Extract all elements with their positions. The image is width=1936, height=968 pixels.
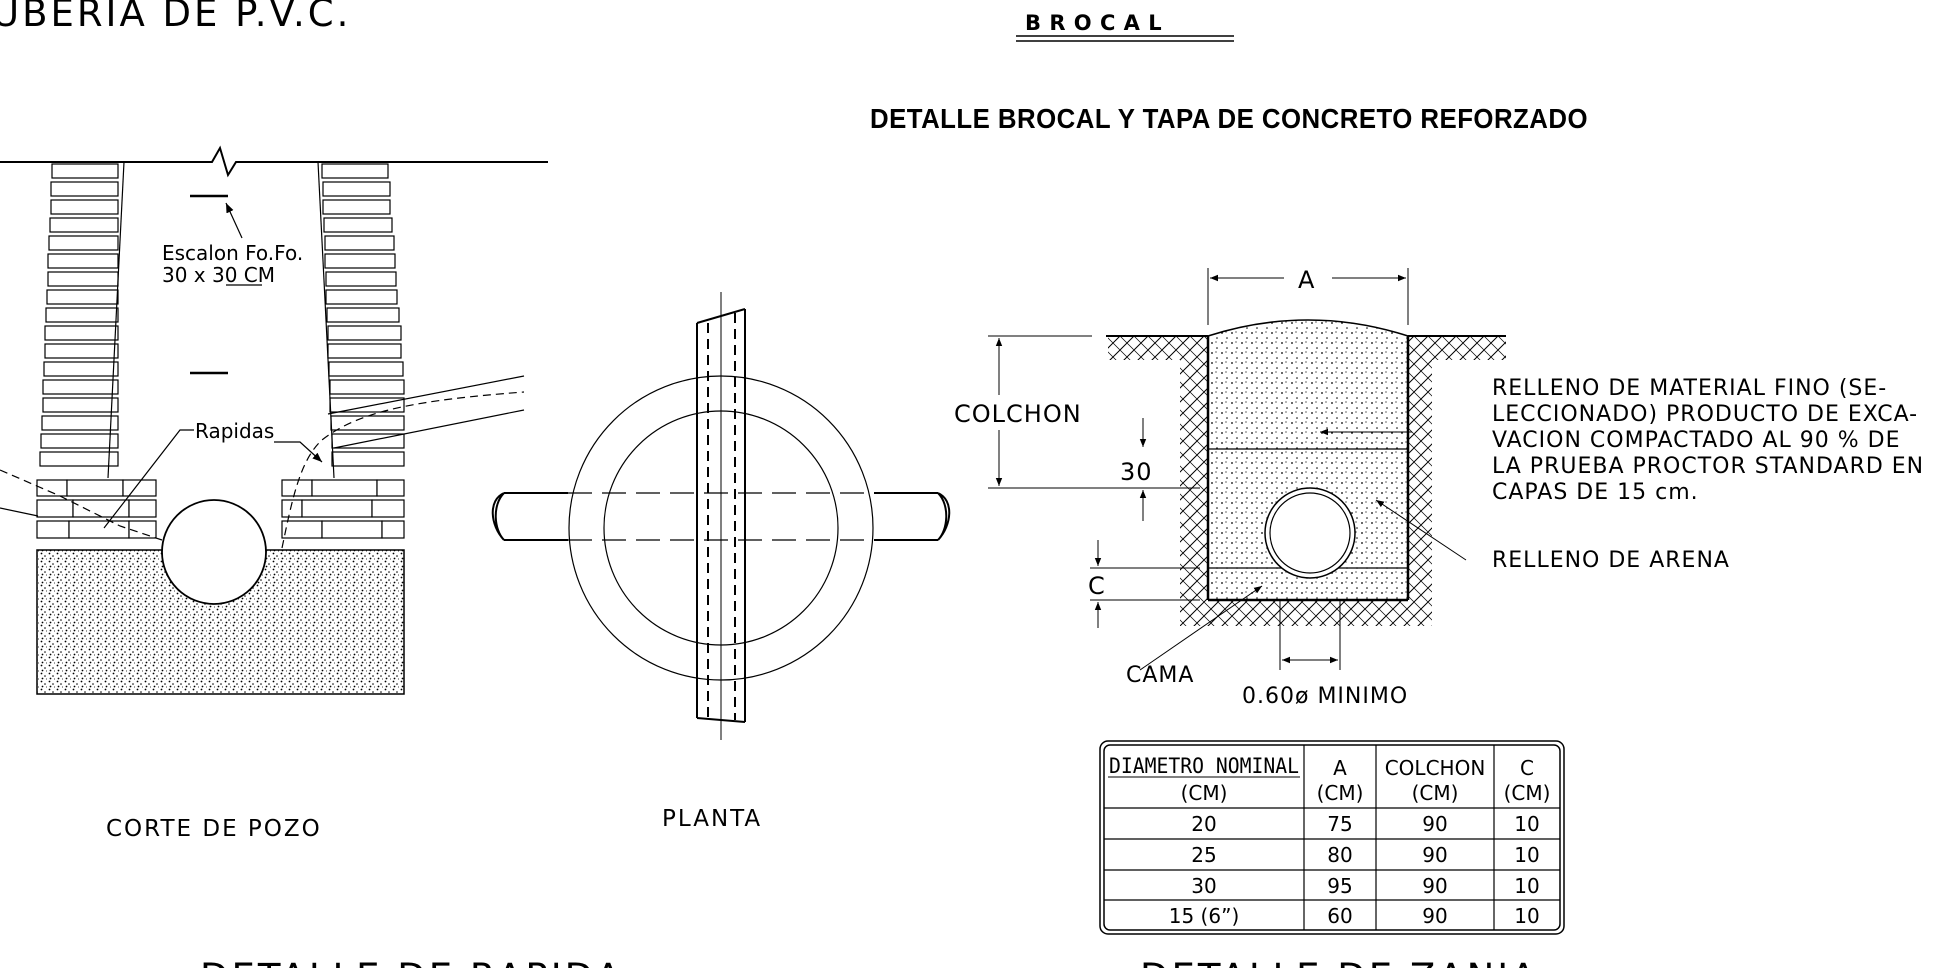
brocal-title: B R O C A L <box>1025 11 1162 35</box>
table-cell: 10 <box>1514 812 1539 836</box>
relleno-arena-label: RELLENO DE ARENA <box>1492 548 1730 573</box>
zanja-drawing <box>988 268 1506 671</box>
table-cell: 90 <box>1422 812 1447 836</box>
relleno-fino-line: VACION COMPACTADO AL 90 % DE <box>1492 428 1901 453</box>
planta-label: PLANTA <box>662 806 762 832</box>
table-cell: 30 <box>1191 874 1216 898</box>
table-header-colchon: COLCHON <box>1385 756 1486 780</box>
table-cell: 75 <box>1327 812 1352 836</box>
table-cell: 10 <box>1514 843 1539 867</box>
table-cell: 90 <box>1422 904 1447 928</box>
cama-label: CAMA <box>1126 663 1194 688</box>
dim-30-label: 30 <box>1120 458 1153 486</box>
table-header-a: A <box>1333 756 1347 780</box>
table-cell: 10 <box>1514 874 1539 898</box>
table-unit: (CM) <box>1504 781 1551 805</box>
table-header-diametro: DIAMETRO NOMINAL <box>1109 754 1299 778</box>
dimensions-table <box>1099 740 1565 935</box>
dim-a-label: A <box>1298 266 1315 294</box>
table-cell: 80 <box>1327 843 1352 867</box>
table-unit: (CM) <box>1412 781 1459 805</box>
relleno-fino-note: RELLENO DE MATERIAL FINO (SE- LECCIONADO… <box>1492 376 1924 505</box>
table-cell: 20 <box>1191 812 1216 836</box>
table-cell: 60 <box>1327 904 1352 928</box>
corte-de-pozo-label: CORTE DE POZO <box>106 816 322 842</box>
corte-de-pozo-drawing: Escalon Fo.Fo. 30 x 30 CM Rapidas <box>0 145 548 695</box>
relleno-fino-line: LECCIONADO) PRODUCTO DE EXCA- <box>1492 402 1918 427</box>
escalon-size-label: 30 x 30 CM <box>162 263 275 287</box>
minimo-label: 0.60ø MINIMO <box>1242 684 1408 709</box>
table-cell: 95 <box>1327 874 1352 898</box>
rapidas-label: Rapidas <box>195 419 274 443</box>
bottom-right-title: DETALLE DE ZANJA <box>1140 956 1539 968</box>
table-cell: 90 <box>1422 874 1447 898</box>
planta-drawing <box>491 292 951 740</box>
dim-c-label: C <box>1088 572 1106 600</box>
relleno-fino-line: RELLENO DE MATERIAL FINO (SE- <box>1492 376 1887 401</box>
table-header-c: C <box>1520 756 1534 780</box>
relleno-fino-line: LA PRUEBA PROCTOR STANDARD EN <box>1492 454 1924 479</box>
colchon-label: COLCHON <box>954 400 1082 428</box>
table-cell: 15 (6”) <box>1169 904 1240 928</box>
top-left-title: UBERIA DE P.V.C. <box>0 0 351 35</box>
table-cell: 90 <box>1422 843 1447 867</box>
table-cell: 10 <box>1514 904 1539 928</box>
table-unit: (CM) <box>1317 781 1364 805</box>
escalon-label: Escalon Fo.Fo. <box>162 241 303 265</box>
table-unit: (CM) <box>1181 781 1228 805</box>
detalle-brocal-title: DETALLE BROCAL Y TAPA DE CONCRETO REFORZ… <box>870 103 1588 134</box>
relleno-fino-line: CAPAS DE 15 cm. <box>1492 480 1699 505</box>
bottom-left-title: DETALLE DE RAPIDA <box>200 956 624 968</box>
table-cell: 25 <box>1191 843 1216 867</box>
